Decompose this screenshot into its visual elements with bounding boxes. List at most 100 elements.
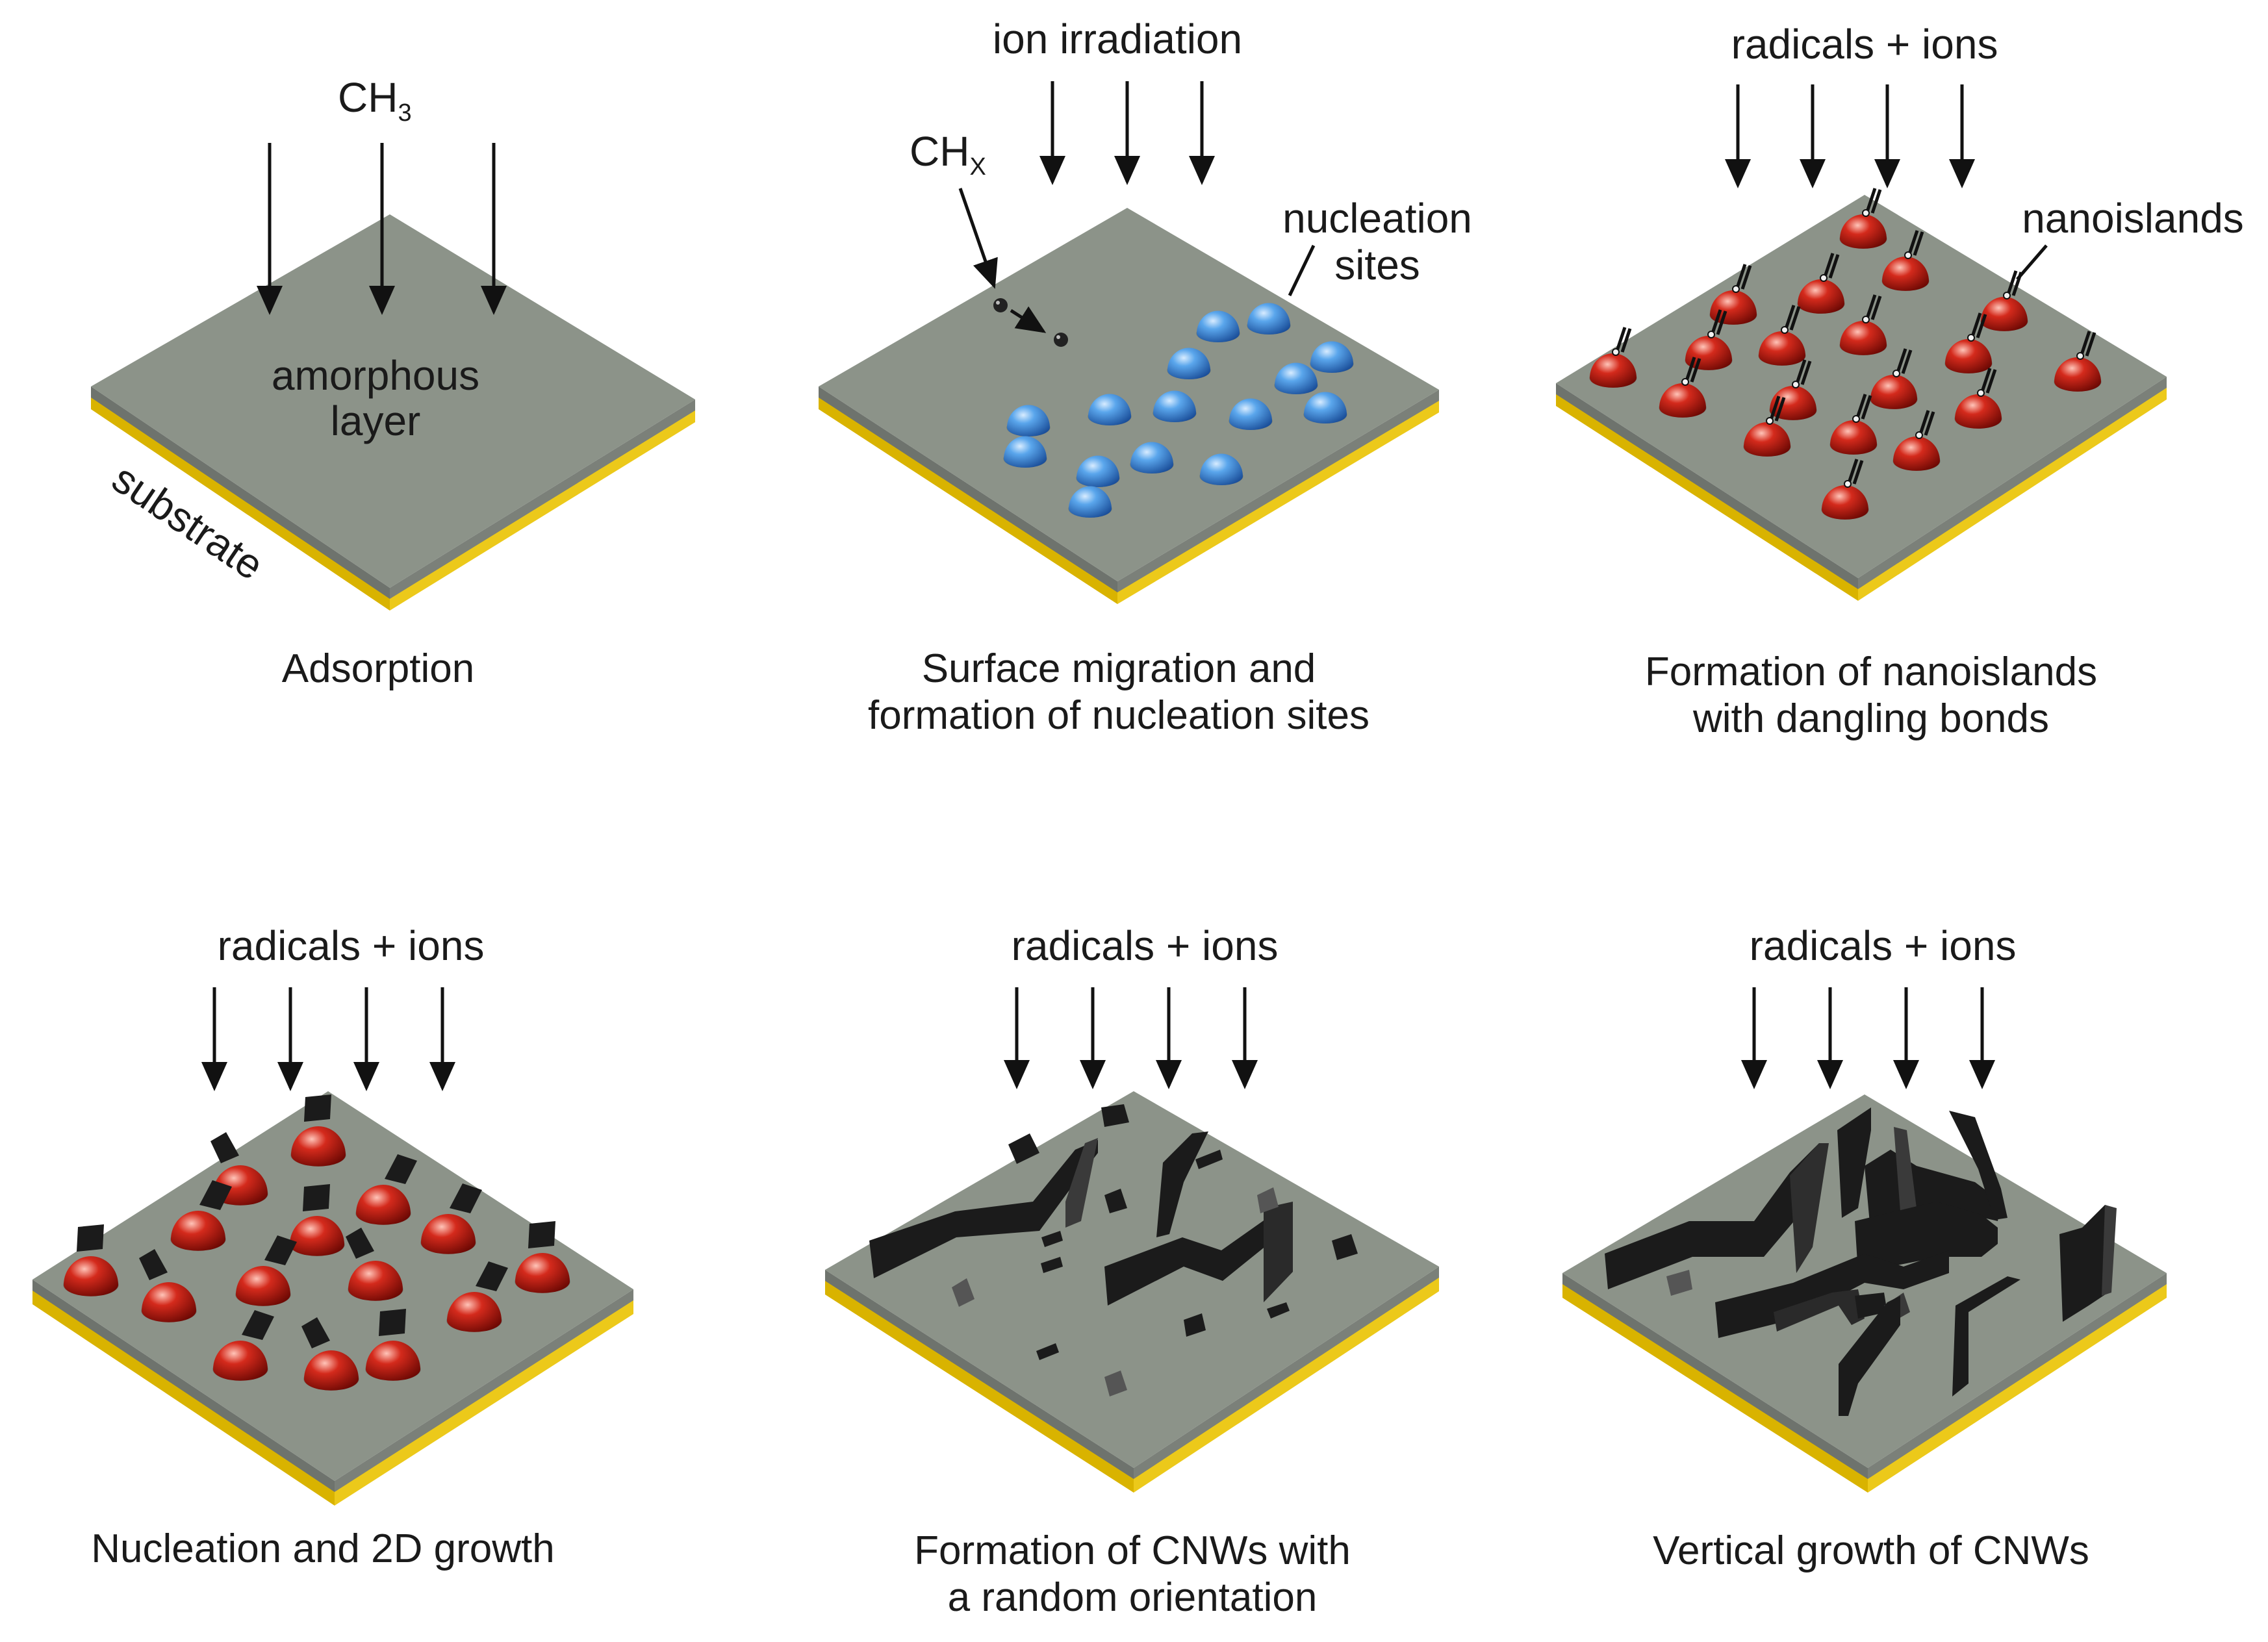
nucleation-site [1199,453,1243,486]
dangling-bond [2080,331,2091,355]
dangling-bond [1735,264,1747,288]
amorphous-left-edge [1562,1273,1868,1479]
amorphous-left-edge [819,386,1117,592]
nuclei-with-flakes [63,1094,570,1391]
dangling-bond [1865,188,1877,212]
dangling-bond [1828,254,1840,279]
nucleus [235,1235,297,1306]
dangling-bond [1774,397,1786,422]
substrate-slab [1562,1094,2167,1493]
dangling-bond [2085,332,2096,357]
nucleation-site [1003,436,1047,468]
amorphous-right-edge [1134,1267,1439,1479]
flux-label: ion irradiation [993,16,1242,62]
callout-line1: nucleation [1282,195,1472,242]
nanowall [1605,1143,1826,1289]
nucleus [301,1317,359,1391]
flake [1104,1189,1127,1213]
substrate-slab [91,214,695,611]
graphene-flake [264,1235,297,1265]
caption-vertical-cnw: Vertical growth of CNWs [1653,1528,2089,1573]
nucleus [290,1094,346,1167]
dangling-bond [1690,358,1701,383]
nanoisland [2054,331,2102,392]
amorphous-right-edge [335,1289,633,1492]
caption-migration-line2: formation of nucleation sites [868,693,1370,738]
nanowall [1156,1131,1208,1237]
nanoisland [1589,327,1637,388]
nanowall [1855,1293,1887,1319]
nucleus [446,1261,508,1332]
surface-label-line2: layer [331,398,421,444]
nanoisland [1769,359,1817,420]
caption-adsorption: Adsorption [282,646,474,691]
dangling-bond [1847,459,1859,483]
flux-label: CH3 [338,74,412,127]
surface-label-line1: amorphous [272,352,479,399]
amorphous-right-edge [390,399,695,599]
species-label: CHX [910,128,986,181]
dangling-bond [1861,395,1872,420]
graphene-flake [379,1309,406,1336]
nucleus [346,1228,403,1301]
graphene-flake [346,1228,374,1259]
amorphous-surface [32,1091,633,1481]
dangling-bond [1865,294,1877,319]
dangling-bond [1870,296,1882,320]
dangling-bond [1980,368,1992,392]
nanoisland [1797,253,1845,314]
dangling-bond [1907,230,1919,255]
substrate-slab [819,208,1439,604]
amorphous-left-edge [1556,383,1858,589]
nanoisland [1743,396,1791,457]
flake [952,1278,975,1307]
flux-arrows [1039,81,1215,185]
nucleation-site [1247,303,1291,335]
dangling-bond [1913,231,1924,256]
nanowall [1104,1203,1293,1306]
dangling-bond [1685,357,1696,381]
graphene-flake [199,1180,232,1210]
caption-nanoislands-line2: with dangling bonds [1692,696,2049,741]
caption-random-cnw-line2: a random orientation [948,1575,1318,1620]
nucleation-site [1310,341,1354,373]
nanowall [2059,1205,2115,1322]
nucleus [515,1221,570,1293]
graphene-flake [528,1221,555,1248]
nanowall [1855,1202,1998,1273]
flux-arrows [1004,987,1258,1089]
nanoisland [1829,394,1878,455]
graphene-flake [303,1184,330,1211]
nucleation-site [1274,362,1318,395]
flake [1008,1133,1039,1164]
graphene-flake [210,1132,239,1163]
flake [1184,1313,1206,1337]
dangling-bond [1711,309,1722,334]
caption-nanoislands-line1: Formation of nanoislands [1645,650,2097,694]
nucleation-sites [1003,303,1354,518]
substrate-slab [1556,195,2167,601]
nanoisland [1839,294,1887,355]
nanowall [1065,1138,1098,1228]
graphene-flake [242,1310,274,1340]
nanowall [1264,1202,1293,1302]
nucleus [63,1224,119,1296]
dangling-bond [1924,411,1935,436]
flake [1332,1234,1358,1260]
amorphous-surface [91,214,695,588]
panel-adsorption: CH3 amorphous layer substrate Adsorption [91,74,695,691]
dangling-bond [1789,306,1801,331]
nanoisland [1892,410,1941,471]
graphene-flake [139,1249,168,1280]
dangling-bond [1852,460,1864,485]
amorphous-right-edge [1858,377,2167,589]
nanowall [1839,1296,1900,1416]
nucleation-site [1006,405,1051,437]
graphene-flake [77,1224,104,1252]
random-nanowalls [869,1104,1358,1396]
nucleation-site [1088,394,1132,426]
nucleation-site [1068,486,1112,518]
nucleation-site [1303,392,1347,424]
panel-random-cnw: radicals + ions Formation of CNWs with a… [825,922,1439,1620]
flux-label: radicals + ions [1750,922,2017,969]
